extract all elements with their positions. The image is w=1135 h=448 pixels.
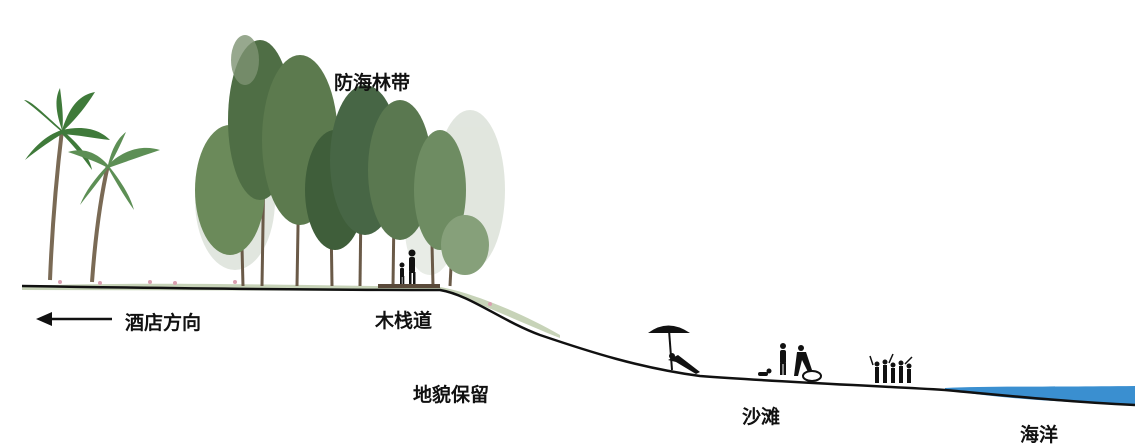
label-hotel-direction: 酒店方向 [125,312,202,334]
sea-water [945,386,1135,404]
person-icon [668,353,700,374]
person-icon [794,345,822,382]
dog-icon [758,368,772,376]
person-icon [399,262,405,284]
palm-tree-icon [68,132,160,283]
ground-profile-line [21,284,1135,407]
tree-icon [441,215,489,275]
ground-flowers [58,280,492,306]
label-forest-belt: 防海林带 [334,72,411,94]
person-icon [780,343,786,375]
arrow-left-icon [36,312,112,326]
group-people-icon [869,353,913,383]
label-ocean: 海洋 [1020,424,1059,446]
grass-strip [22,283,560,338]
palm-tree-icon [24,88,110,281]
umbrella-icon [648,325,690,371]
person-icon [408,249,416,284]
forest-belt [195,35,489,287]
label-beach: 沙滩 [742,406,781,428]
label-landform-preserved: 地貌保留 [413,384,490,406]
boardwalk-deck [378,284,440,288]
label-boardwalk: 木栈道 [375,310,433,332]
